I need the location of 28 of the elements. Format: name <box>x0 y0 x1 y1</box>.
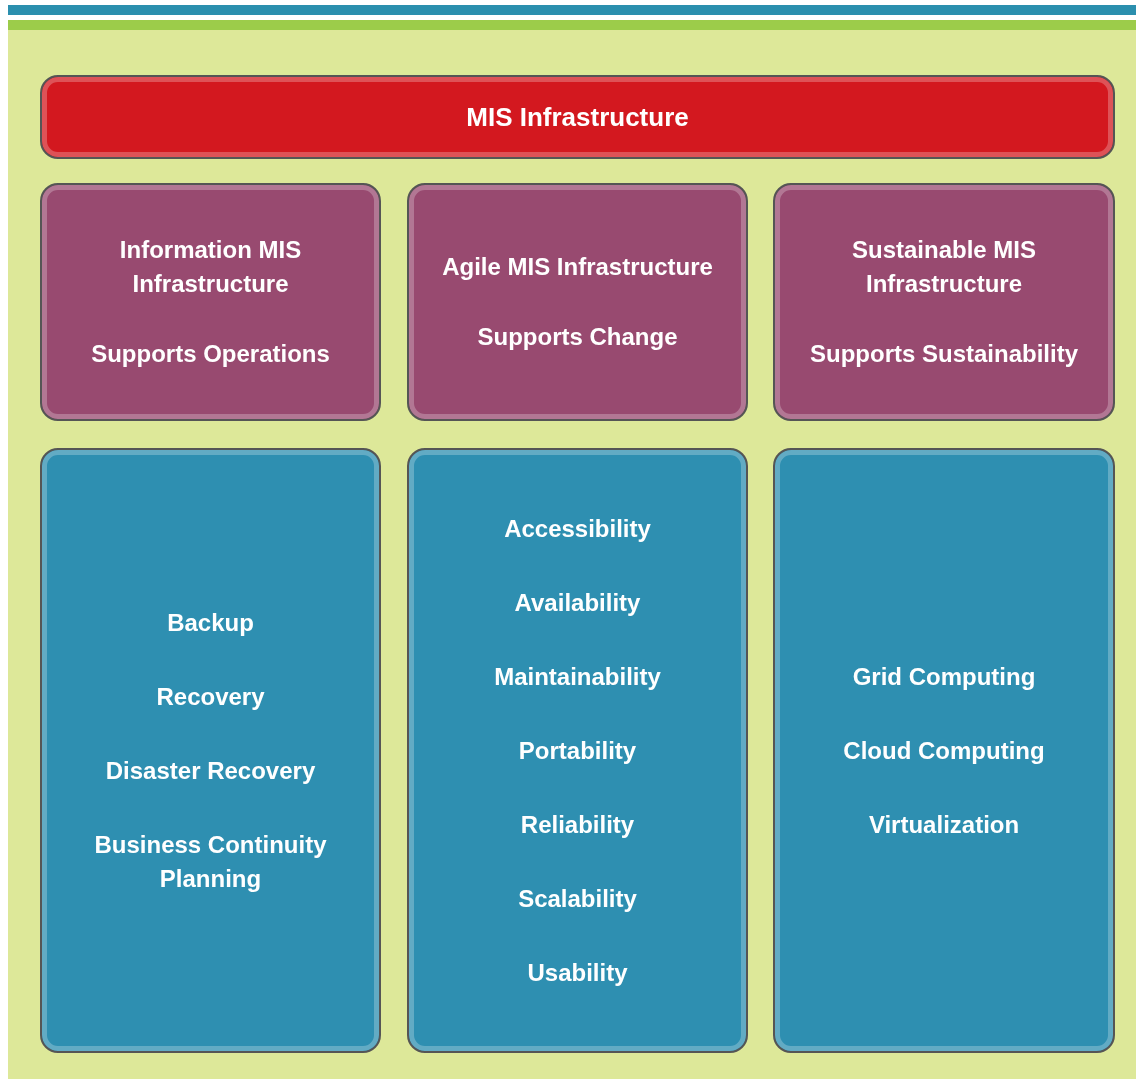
characteristics-panel <box>773 448 1115 1053</box>
title-banner <box>40 75 1115 159</box>
characteristics-panel <box>407 448 748 1053</box>
list-item: Disaster Recovery <box>104 755 317 786</box>
list-item: Virtualization <box>867 809 1021 840</box>
list-item: Business Continuity Planning <box>93 829 328 894</box>
list-item: Accessibility <box>503 513 652 544</box>
title-text: MIS Infrastructure <box>465 101 690 134</box>
list-item: Portability <box>517 735 638 766</box>
category-subtitle: Supports Change <box>476 322 679 352</box>
list-item: Grid Computing <box>851 661 1037 692</box>
category-heading: Sustainable MIS Infrastructure <box>850 235 1037 299</box>
list-item: Scalability <box>517 883 638 914</box>
category-heading: Agile MIS Infrastructure <box>441 252 714 282</box>
list-item: Usability <box>526 957 629 988</box>
list-item: Recovery <box>155 681 266 712</box>
characteristics-panel <box>40 448 381 1053</box>
list-item: Maintainability <box>493 661 662 692</box>
list-item: Cloud Computing <box>842 735 1046 766</box>
list-item: Availability <box>513 587 642 618</box>
category-box <box>407 183 748 421</box>
category-box <box>773 183 1115 421</box>
list-item: Reliability <box>519 809 636 840</box>
category-heading: Information MIS Infrastructure <box>118 235 303 299</box>
list-item: Backup <box>166 607 255 638</box>
category-subtitle: Supports Operations <box>90 339 331 369</box>
category-box <box>40 183 381 421</box>
category-subtitle: Supports Sustainability <box>809 339 1079 369</box>
